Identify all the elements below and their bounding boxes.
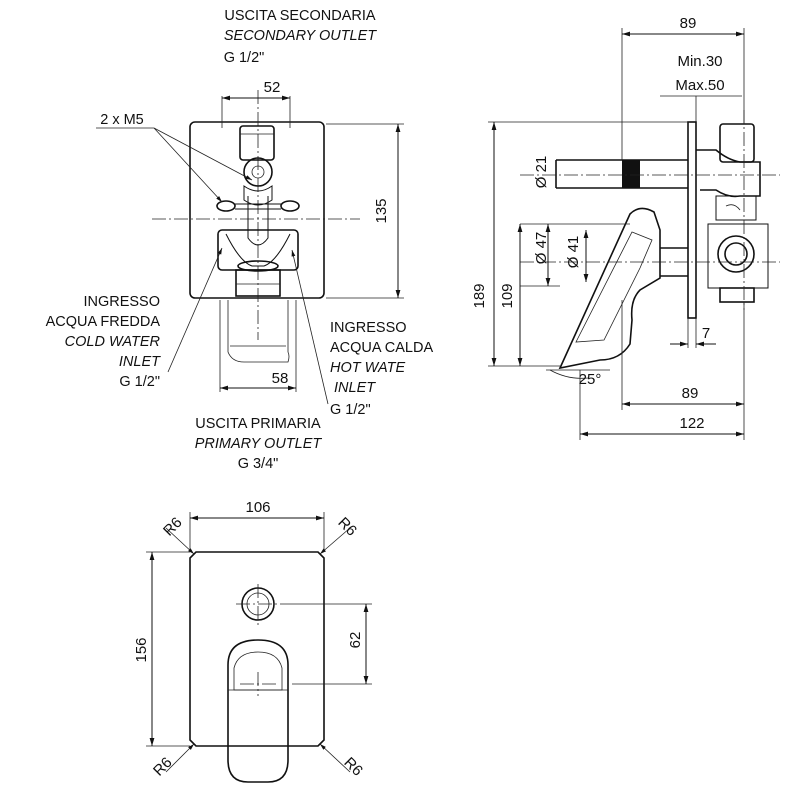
cold-inlet-size: G 1/2" xyxy=(119,374,160,390)
spout-outline xyxy=(228,300,289,362)
dim-center-distance: 62 xyxy=(347,632,364,649)
dim-overall-height: 189 xyxy=(471,283,488,308)
cold-inlet-en-1: COLD WATER xyxy=(65,334,161,350)
side-upper-pipe xyxy=(556,160,688,188)
dim-max: Max.50 xyxy=(675,77,724,94)
primary-outlet-label-en: PRIMARY OUTLET xyxy=(195,436,323,452)
dim-height-135: 135 xyxy=(373,198,390,223)
dim-angle: 25° xyxy=(579,371,602,388)
cold-inlet-leader xyxy=(168,248,222,372)
side-view: 89 Min.30 Max.50 Ø 21 Ø 47 Ø 41 189 109 … xyxy=(471,15,780,440)
hot-inlet-it-2: ACQUA CALDA xyxy=(330,340,433,356)
dim-dia-outer: Ø 47 xyxy=(533,232,550,265)
radius-bottom-left: R6 xyxy=(150,754,176,780)
secondary-outlet-size: G 1/2" xyxy=(224,50,265,66)
dim-bottom-depth: 89 xyxy=(682,385,699,402)
dim-top-depth: 89 xyxy=(680,15,697,32)
plate-view: 106 156 62 R6 R6 R6 R6 xyxy=(133,499,372,782)
wall-plate xyxy=(688,122,696,318)
dim-pipe-dia: Ø 21 xyxy=(533,156,550,189)
dim-lower-height: 109 xyxy=(499,283,516,308)
cold-inlet-en-2: INLET xyxy=(119,354,161,370)
secondary-outlet-fitting xyxy=(240,126,274,205)
radius-bottom-right: R6 xyxy=(340,754,366,780)
dim-plate: 7 xyxy=(702,325,710,342)
dim-dia-inner: Ø 41 xyxy=(565,236,582,269)
dim-plate-width: 106 xyxy=(245,499,270,516)
dim-plate-height: 156 xyxy=(133,637,150,662)
side-valve-body xyxy=(696,124,768,302)
side-spout xyxy=(560,208,688,368)
dim-total-depth: 122 xyxy=(679,415,704,432)
dim-bottom-width: 58 xyxy=(272,370,289,387)
hot-inlet-leader xyxy=(292,250,328,404)
radius-top-right: R6 xyxy=(334,514,360,540)
front-view: 52 58 135 USCITA SECONDARIA SECONDARY OU… xyxy=(46,8,434,472)
hot-inlet-en-1: HOT WATE xyxy=(330,360,406,376)
secondary-outlet-label-en: SECONDARY OUTLET xyxy=(224,28,377,44)
radius-top-left: R6 xyxy=(160,514,186,540)
primary-outlet-label-it: USCITA PRIMARIA xyxy=(195,416,321,432)
cold-inlet-it-2: ACQUA FREDDA xyxy=(46,314,161,330)
hot-inlet-en-2: INLET xyxy=(334,380,376,396)
primary-outlet-size: G 3/4" xyxy=(238,456,279,472)
dim-top-width: 52 xyxy=(264,79,281,96)
cold-inlet-it-1: INGRESSO xyxy=(83,294,160,310)
dim-min: Min.30 xyxy=(677,53,722,70)
screws-label: 2 x M5 xyxy=(100,112,144,128)
hot-inlet-size: G 1/2" xyxy=(330,402,371,418)
secondary-outlet-label-it: USCITA SECONDARIA xyxy=(224,8,376,24)
hot-inlet-it-1: INGRESSO xyxy=(330,320,407,336)
cover-plate xyxy=(190,552,324,746)
